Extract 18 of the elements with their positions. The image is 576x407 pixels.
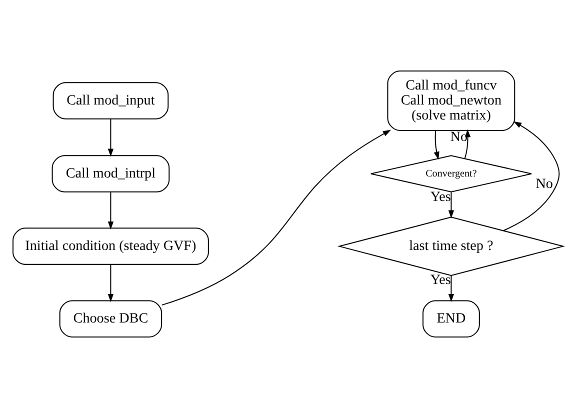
node-box: Choose DBC <box>59 300 162 337</box>
node-diamond: last time step ? <box>337 216 565 276</box>
node-box: Call mod_intrpl <box>52 154 170 192</box>
node-box: Call mod_input <box>52 82 169 119</box>
node-diamond: Convergent? <box>370 154 532 192</box>
node-box: END <box>422 300 480 337</box>
arrow <box>503 120 560 231</box>
edge-label: No <box>536 176 553 192</box>
arrow <box>108 264 114 302</box>
arrow <box>162 129 392 306</box>
node-box: Initial condition (steady GVF) <box>12 227 209 264</box>
arrow <box>108 192 114 230</box>
node-box: Call mod_funcv Call mod_newton (solve matrix) <box>387 70 516 130</box>
arrow <box>108 118 114 156</box>
arrow <box>448 275 454 302</box>
edge-label: No <box>450 128 468 145</box>
arrow <box>434 130 440 160</box>
arrow <box>448 192 454 218</box>
